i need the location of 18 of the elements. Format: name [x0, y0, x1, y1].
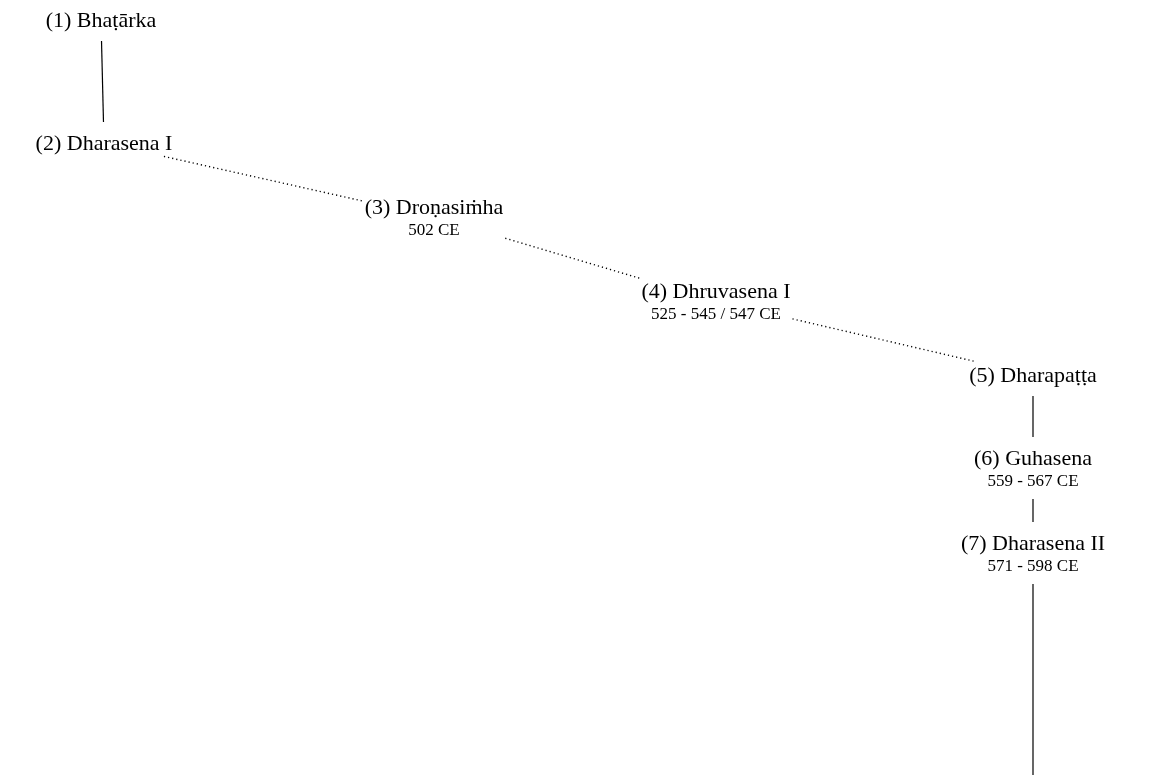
- ruler-name: (6) Guhasena: [974, 445, 1092, 471]
- connector-line: [1032, 583, 1034, 775]
- ruler-name: (1) Bhaṭārka: [45, 7, 157, 33]
- ruler-name: (4) Dhruvasena I: [641, 278, 791, 304]
- dotted-line: [791, 318, 977, 363]
- reign-dates: 525 - 545 / 547 CE: [651, 304, 781, 324]
- connector-line: [1032, 498, 1034, 523]
- connector-line: [1032, 395, 1034, 438]
- ruler-name: (2) Dharasena I: [35, 130, 173, 156]
- reign-dates: 559 - 567 CE: [987, 471, 1079, 491]
- reign-dates: 502 CE: [408, 220, 460, 240]
- connector-line: [100, 40, 105, 123]
- ruler-name: (7) Dharasena II: [960, 530, 1106, 556]
- ruler-name: (5) Dharapaṭṭa: [969, 362, 1097, 388]
- reign-dates: 571 - 598 CE: [987, 556, 1079, 576]
- ruler-name: (3) Droṇasiṁha: [364, 194, 504, 220]
- dotted-line: [504, 237, 641, 279]
- dotted-line: [163, 155, 364, 202]
